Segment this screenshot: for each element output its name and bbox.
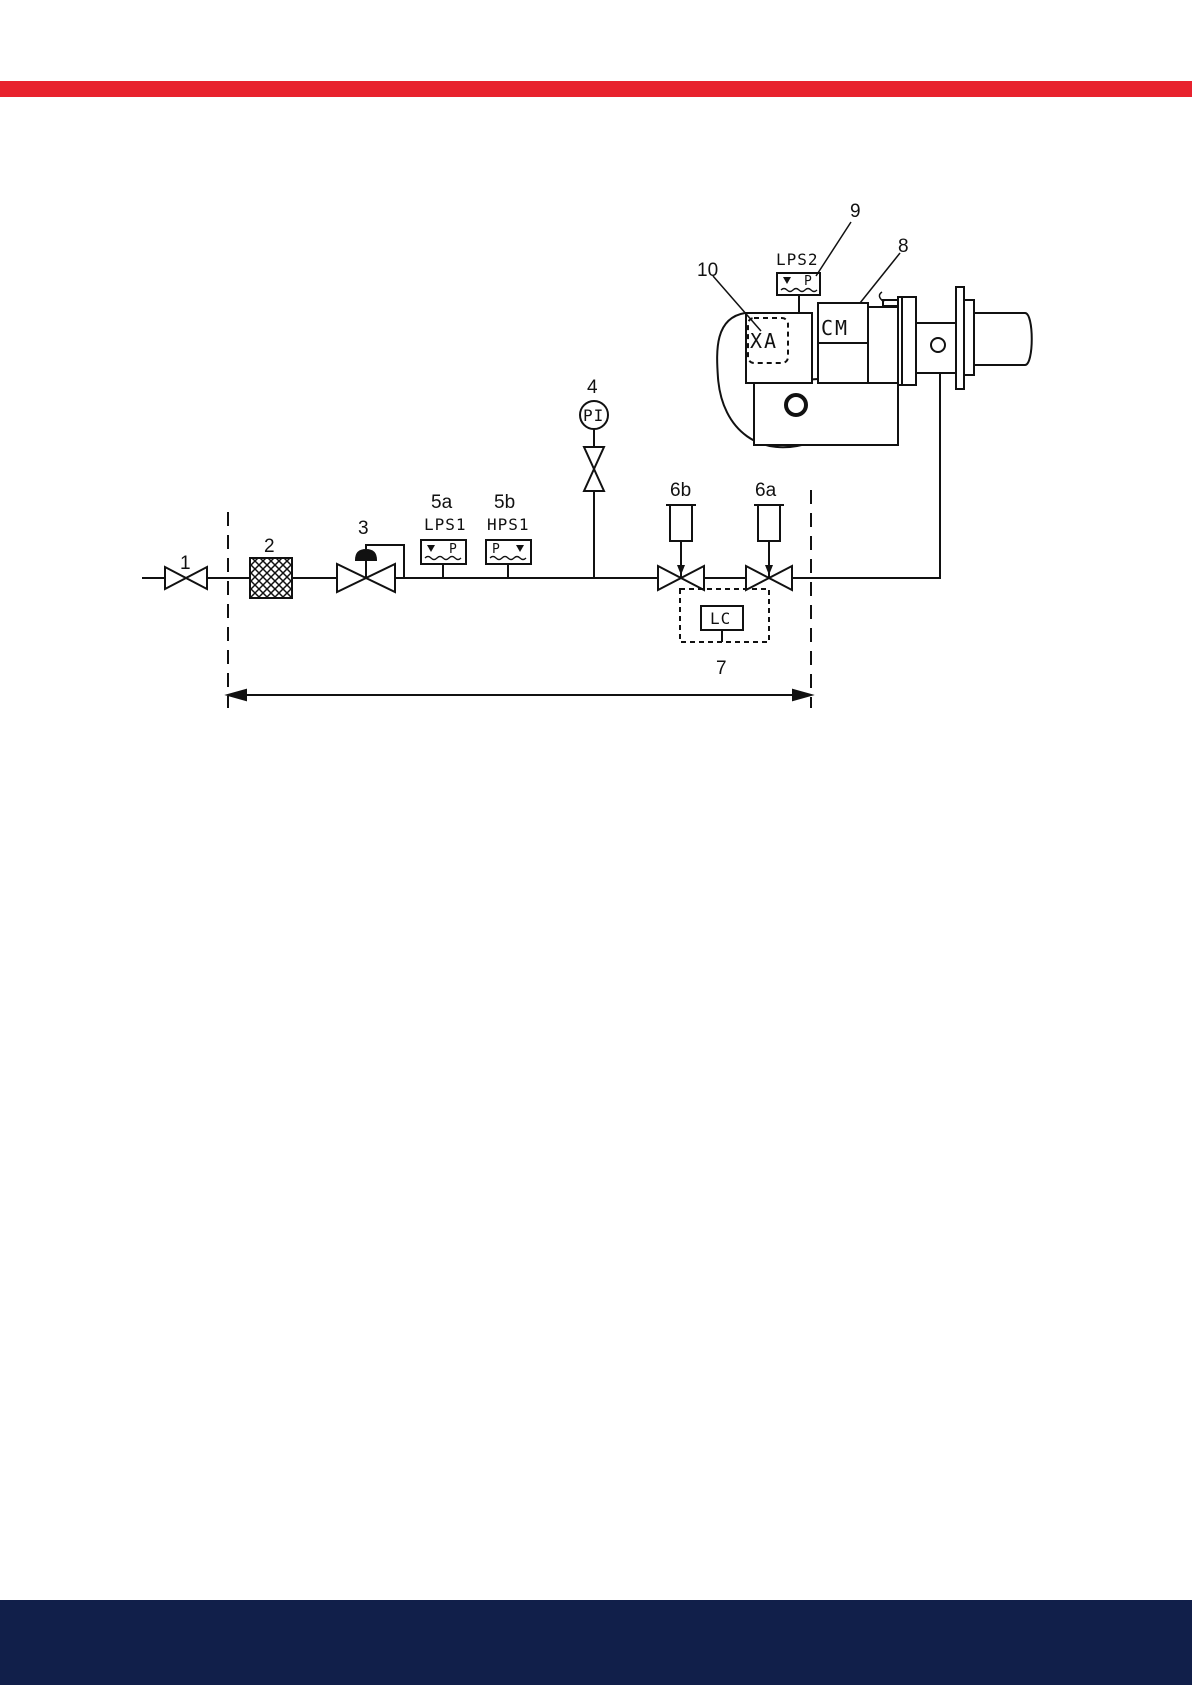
label-10: 10	[697, 260, 718, 281]
label-6b: 6b	[670, 480, 691, 501]
tag-p-lps2: P	[804, 274, 812, 289]
dimension-arrow	[228, 690, 811, 700]
label-1: 1	[180, 553, 191, 574]
tag-p-hps1: P	[492, 542, 500, 557]
solenoid-valve-6b-icon	[658, 505, 704, 590]
tag-p-lps1: P	[449, 542, 457, 557]
solenoid-valve-6a-icon	[746, 505, 792, 590]
pressure-gauge-icon	[580, 401, 608, 578]
tag-lc: LC	[710, 609, 731, 628]
burner-pressure-switch-icon	[777, 273, 820, 313]
label-6a: 6a	[755, 480, 777, 501]
label-4: 4	[587, 377, 598, 398]
label-3: 3	[358, 518, 369, 539]
footer-band	[0, 1600, 1192, 1685]
leader-9	[816, 222, 851, 276]
tag-hps1: HPS1	[487, 515, 530, 534]
label-8: 8	[898, 236, 909, 257]
tag-pi: PI	[583, 406, 604, 425]
label-7: 7	[716, 658, 727, 679]
low-pressure-switch-icon	[421, 540, 466, 578]
label-5b: 5b	[494, 492, 515, 513]
label-5a: 5a	[431, 492, 453, 513]
label-2: 2	[264, 536, 275, 557]
tag-lps1: LPS1	[424, 515, 467, 534]
tag-cm: CM	[821, 316, 849, 340]
tag-xa: XA	[750, 329, 778, 353]
burner-icon	[717, 287, 1032, 447]
label-9: 9	[850, 201, 861, 222]
filter-icon	[250, 558, 292, 598]
pressure-regulator-icon	[337, 545, 404, 592]
tag-lps2: LPS2	[776, 250, 819, 269]
